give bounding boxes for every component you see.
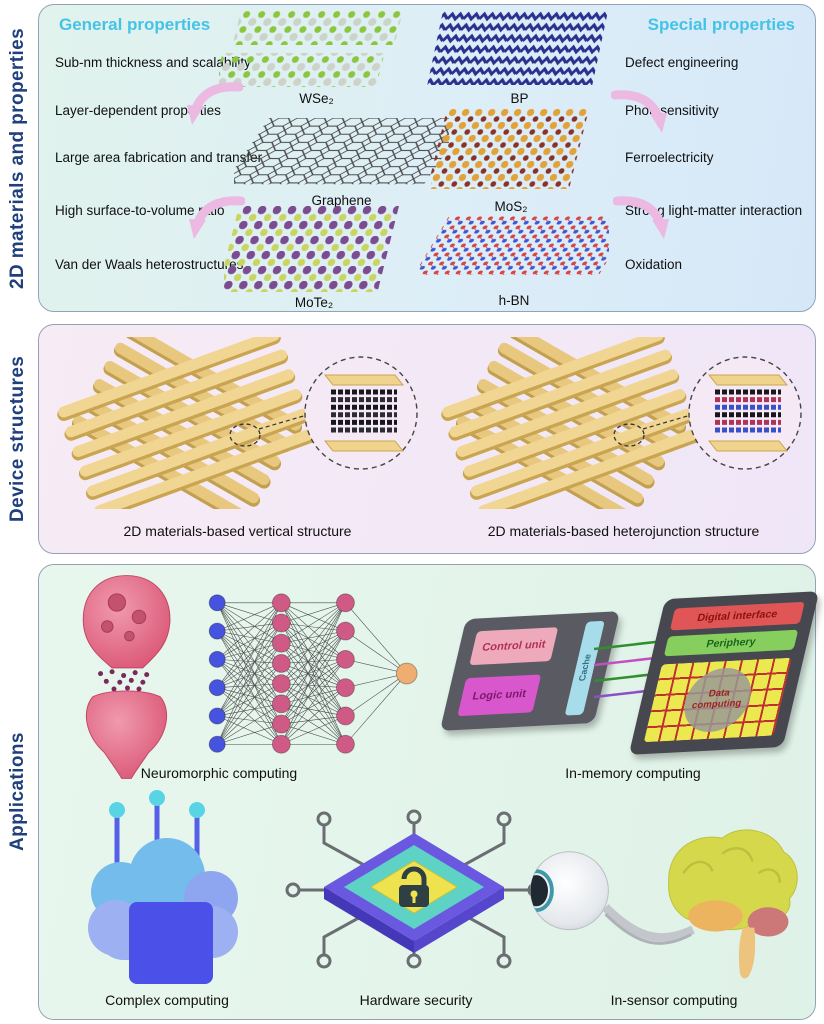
complex-computing-caption: Complex computing [105, 992, 229, 1008]
hbn-structure-image [419, 216, 609, 276]
wse2-structure-image [219, 11, 403, 87]
special-property-item: Strong light-matter interaction [625, 203, 803, 218]
mote2-structure-image [224, 206, 399, 292]
heterojunction-structure-caption: 2D materials-based heterojunction struct… [487, 523, 760, 539]
mos2-label: MoS₂ [494, 199, 528, 214]
graphene-label: Graphene [311, 193, 372, 208]
vertical-structure-image [57, 337, 418, 509]
bp-label: BP [510, 91, 529, 106]
side-label-applications: Applications [7, 732, 28, 852]
neural-network-image [208, 593, 418, 754]
mote2-label: MoTe₂ [294, 295, 334, 310]
digital-interface-label: Digital interface [669, 601, 805, 631]
periphery-label: Periphery [663, 629, 799, 657]
in-memory-computing-illustration: Control unit Logic unit Cache Digital in… [439, 591, 820, 761]
curved-arrow-right-icon [613, 196, 669, 239]
hardware-security-caption: Hardware security [359, 992, 473, 1008]
bp-structure-image [427, 11, 608, 85]
devices-panel: 2D materials-based vertical structure 2D… [38, 324, 816, 554]
in-sensor-caption: In-sensor computing [610, 992, 738, 1008]
special-properties-title: Special properties [647, 15, 795, 34]
wse2-label: WSe₂ [299, 91, 334, 106]
curved-arrow-left-icon [187, 82, 243, 125]
special-property-item: Ferroelectricity [625, 150, 714, 165]
data-computing-label: Data computing [677, 666, 758, 734]
memory-crossbar-array: Data computing [643, 657, 792, 743]
general-property-item: High surface-to-volume ratio [55, 203, 225, 218]
cache-label: Cache [576, 654, 593, 682]
logic-unit-label: Logic unit [457, 674, 542, 717]
memory-board: Digital interface Periphery Data computi… [628, 591, 820, 755]
materials-panel: General properties Special properties Su… [38, 4, 816, 312]
synapse-image [82, 575, 171, 779]
general-properties-title: General properties [59, 15, 211, 34]
general-property-item: Sub-nm thickness and scalability [55, 55, 251, 70]
mos2-structure-image [431, 109, 589, 189]
general-property-item: Van der Waals heterostructures [55, 257, 244, 272]
general-property-item: Layer-dependent properties [55, 103, 221, 118]
general-property-item: Large area fabrication and transfer [55, 150, 263, 165]
curved-arrow-left-icon [189, 196, 245, 239]
curved-arrow-right-icon [611, 90, 667, 133]
in-sensor-computing-image [529, 829, 798, 979]
hbn-label: h-BN [498, 293, 530, 308]
heterojunction-structure-image [441, 337, 802, 509]
applications-panel: Neuromorphic computing Control unit Logi… [38, 564, 820, 1020]
vertical-structure-caption: 2D materials-based vertical structure [123, 523, 352, 539]
hardware-security-image [285, 809, 543, 969]
side-label-materials: 2D materials and properties [7, 27, 28, 289]
control-unit-label: Control unit [469, 627, 559, 666]
special-property-item: Oxidation [625, 257, 683, 272]
special-property-item: Defect engineering [625, 55, 739, 70]
cloud-computing-image [88, 790, 238, 984]
side-label-devices: Device structures [7, 355, 28, 523]
in-memory-caption: In-memory computing [565, 765, 701, 781]
graphene-structure-image [234, 118, 449, 185]
neuromorphic-caption: Neuromorphic computing [140, 765, 298, 781]
